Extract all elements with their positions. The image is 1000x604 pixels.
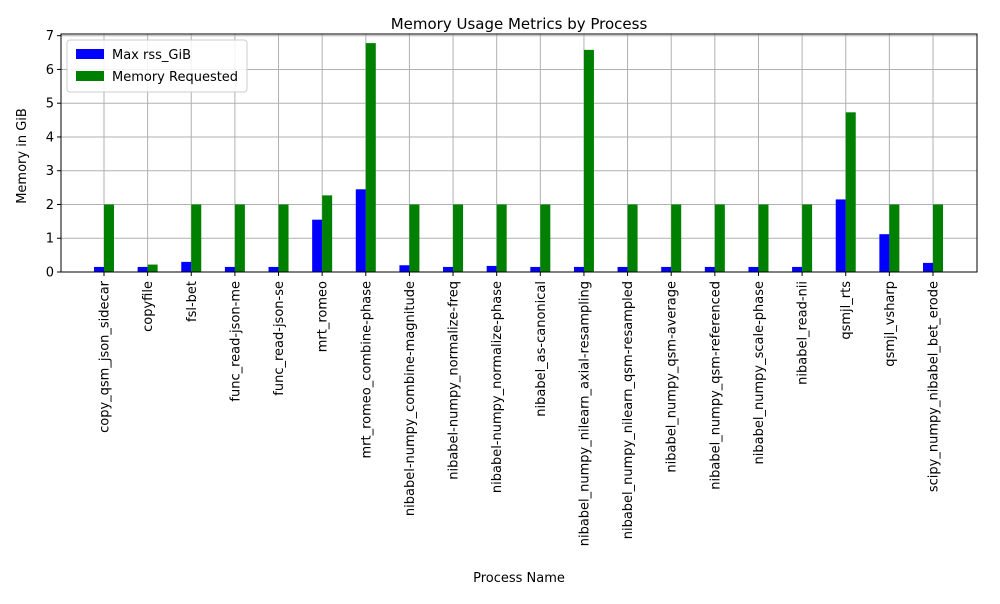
bar-max-rss: [137, 266, 148, 272]
x-tick-label: func_read-json-se: [272, 281, 287, 396]
x-axis-ticks: copy_qsm_json_sidecar copyfile fsl-bet func…: [98, 272, 942, 546]
x-tick-label: func_read-json-me: [228, 281, 243, 402]
bar-memory-requested: [191, 204, 202, 272]
bar-max-rss: [661, 266, 672, 272]
plot-frame: [60, 33, 978, 273]
bar-max-rss: [312, 219, 323, 272]
bar-memory-requested: [758, 204, 769, 272]
bar-memory-requested: [496, 204, 507, 272]
bar-memory-requested: [845, 112, 856, 273]
y-tick-label: 3: [46, 164, 54, 179]
y-tick-label: 7: [46, 29, 54, 44]
bar-max-rss: [268, 266, 279, 272]
y-tick-label: 6: [46, 63, 54, 78]
bar-max-rss: [879, 234, 890, 272]
legend-label: Memory Requested: [112, 70, 238, 85]
bar-max-rss: [399, 265, 410, 272]
x-tick-label: nibabel-numpy_normalize-phase: [490, 281, 505, 493]
bar-memory-requested: [365, 43, 376, 272]
bar-memory-requested: [889, 204, 900, 272]
y-tick-label: 5: [46, 97, 54, 112]
y-tick-label: 4: [46, 130, 54, 145]
bar-memory-requested: [671, 204, 682, 272]
x-tick-label: qsmjl_rts: [839, 281, 854, 340]
x-tick-label: copyfile: [141, 281, 156, 332]
x-axis-label: Process Name: [473, 571, 565, 586]
bar-max-rss: [748, 266, 759, 272]
bar-max-rss: [617, 266, 628, 272]
bar-max-rss: [355, 189, 366, 272]
legend-label: Max rss_GiB: [112, 48, 191, 63]
bar-memory-requested: [802, 204, 813, 272]
x-tick-label: qsmjl_vsharp: [883, 281, 898, 367]
bar-memory-requested: [583, 49, 594, 272]
legend-box: [66, 39, 248, 93]
bar-max-rss: [224, 266, 235, 272]
x-tick-label: fsl-bet: [185, 281, 200, 322]
legend-swatch: [76, 71, 104, 81]
x-tick-label: nibabel_numpy_nilearn_qsm-resampled: [621, 281, 636, 539]
bar-memory-requested: [278, 204, 289, 272]
y-tick-label: 1: [46, 232, 54, 247]
x-tick-label: mrt_romeo: [316, 281, 331, 352]
y-tick-label: 2: [46, 198, 54, 213]
x-tick-label: nibabel_numpy_nilearn_axial-resampling: [577, 281, 592, 546]
x-tick-label: nibabel_numpy_scale-phase: [752, 281, 767, 464]
bars-layer: [94, 43, 943, 273]
bar-memory-requested: [714, 204, 725, 272]
bar-max-rss: [792, 266, 803, 272]
chart-title: Memory Usage Metrics by Process: [391, 15, 648, 33]
bar-memory-requested: [322, 195, 333, 272]
x-tick-label: nibabel_numpy_qsm-average: [665, 281, 680, 473]
x-tick-label: nibabel-numpy_combine-magnitude: [403, 281, 418, 516]
legend-swatch: [76, 49, 104, 59]
bar-max-rss: [181, 261, 192, 272]
bar-max-rss: [573, 266, 584, 272]
x-tick-label: nibabel_numpy_qsm-referenced: [708, 281, 723, 490]
bar-memory-requested: [540, 204, 551, 272]
y-axis-label: Memory in GiB: [15, 108, 30, 204]
bar-memory-requested: [147, 264, 158, 272]
bar-memory-requested: [409, 204, 420, 272]
x-tick-label: copy_qsm_json_sidecar: [98, 280, 113, 433]
x-tick-label: nibabel_read-nii: [796, 281, 811, 385]
x-tick-label: scipy_numpy_nibabel_bet_erode: [927, 281, 942, 492]
bar-memory-requested: [627, 204, 638, 272]
x-tick-label: nibabel-numpy_normalize-freq: [447, 281, 462, 480]
bar-max-rss: [94, 266, 104, 272]
bar-max-rss: [486, 265, 497, 272]
legend: Max rss_GiB Memory Requested: [66, 39, 248, 93]
bar-max-rss: [923, 262, 933, 272]
bar-max-rss: [443, 266, 454, 272]
bar-memory-requested: [933, 204, 943, 272]
bar-max-rss: [530, 266, 541, 272]
y-axis-ticks: 0 1 2 3 4 5 6 7: [46, 29, 61, 281]
bar-memory-requested: [453, 204, 464, 272]
y-tick-label: 0: [46, 266, 54, 281]
x-tick-label: nibabel_as-canonical: [534, 281, 549, 417]
bar-memory-requested: [104, 204, 114, 272]
x-tick-label: mrt_romeo_combine-phase: [359, 281, 374, 459]
bar-max-rss: [835, 199, 846, 272]
bar-max-rss: [704, 266, 715, 272]
bar-memory-requested: [234, 204, 245, 272]
